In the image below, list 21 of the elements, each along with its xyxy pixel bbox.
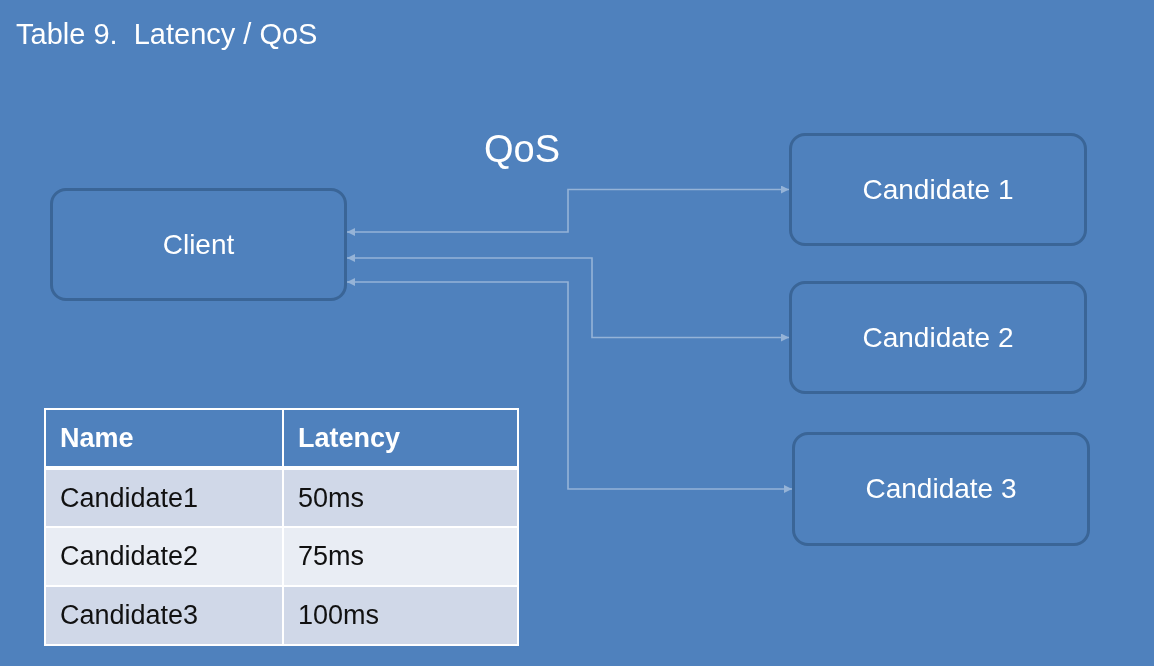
client-box <box>50 188 347 301</box>
qos-heading: QoS <box>484 128 561 171</box>
connector-arrow <box>346 254 790 342</box>
column-header: Latency <box>283 409 518 468</box>
candidate-box <box>789 133 1087 246</box>
table-cell: 75ms <box>283 527 518 586</box>
title: Table 9. Latency / QoS <box>16 18 318 51</box>
node-label: Client <box>162 228 235 261</box>
node-label: Candidate 2 <box>862 321 1014 354</box>
candidate-box <box>789 281 1087 394</box>
table-cell: Candidate2 <box>45 527 283 586</box>
table-cell: 50ms <box>283 468 518 527</box>
connector-arrow <box>346 278 793 493</box>
node-label: Candidate 1 <box>862 173 1014 206</box>
connector-arrow <box>346 185 790 236</box>
column-header: Name <box>45 409 283 468</box>
table-cell: Candidate3 <box>45 586 283 645</box>
node-label: Candidate 3 <box>865 473 1017 505</box>
table-cell: 100ms <box>283 586 518 645</box>
table-cell: Candidate1 <box>45 468 283 527</box>
candidate-box <box>792 432 1090 546</box>
